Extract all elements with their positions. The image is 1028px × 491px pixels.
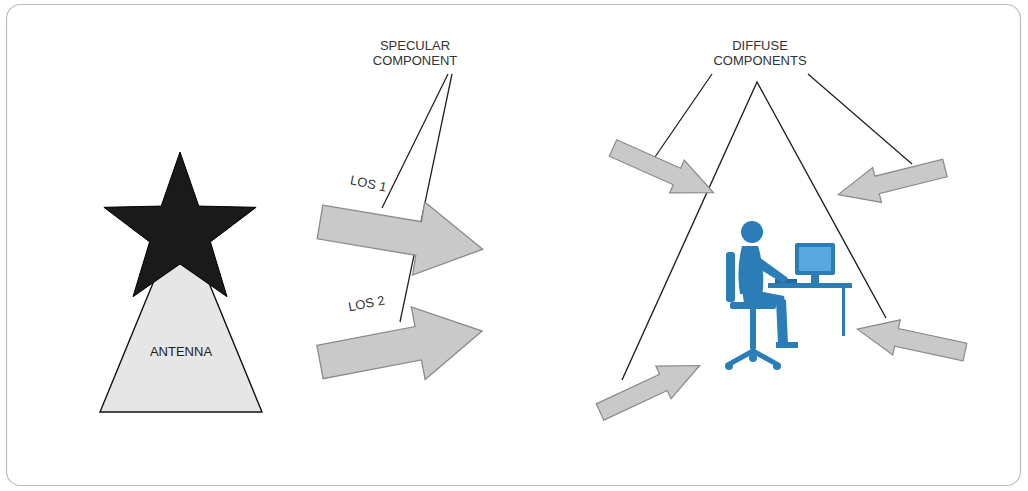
user-icon	[725, 221, 852, 370]
antenna-triangle: ANTENNA	[100, 215, 262, 412]
region-outline	[622, 82, 886, 380]
los-arrow	[313, 295, 489, 399]
antenna-label: ANTENNA	[100, 344, 262, 359]
star-symbol	[104, 152, 256, 297]
diffuse-arrow	[834, 151, 949, 213]
diffuse-arrow	[606, 132, 721, 210]
diffuse-arrow	[854, 312, 969, 370]
diffuse-arrow	[592, 349, 707, 428]
leader-line	[655, 74, 712, 157]
frame	[7, 5, 1021, 486]
antenna-shape	[100, 215, 262, 412]
leader-line	[400, 74, 452, 322]
component-label: DIFFUSE COMPONENTS	[705, 38, 815, 68]
leader-line	[808, 74, 912, 164]
los-arrow	[314, 186, 489, 286]
component-label: SPECULAR COMPONENT	[360, 38, 470, 68]
